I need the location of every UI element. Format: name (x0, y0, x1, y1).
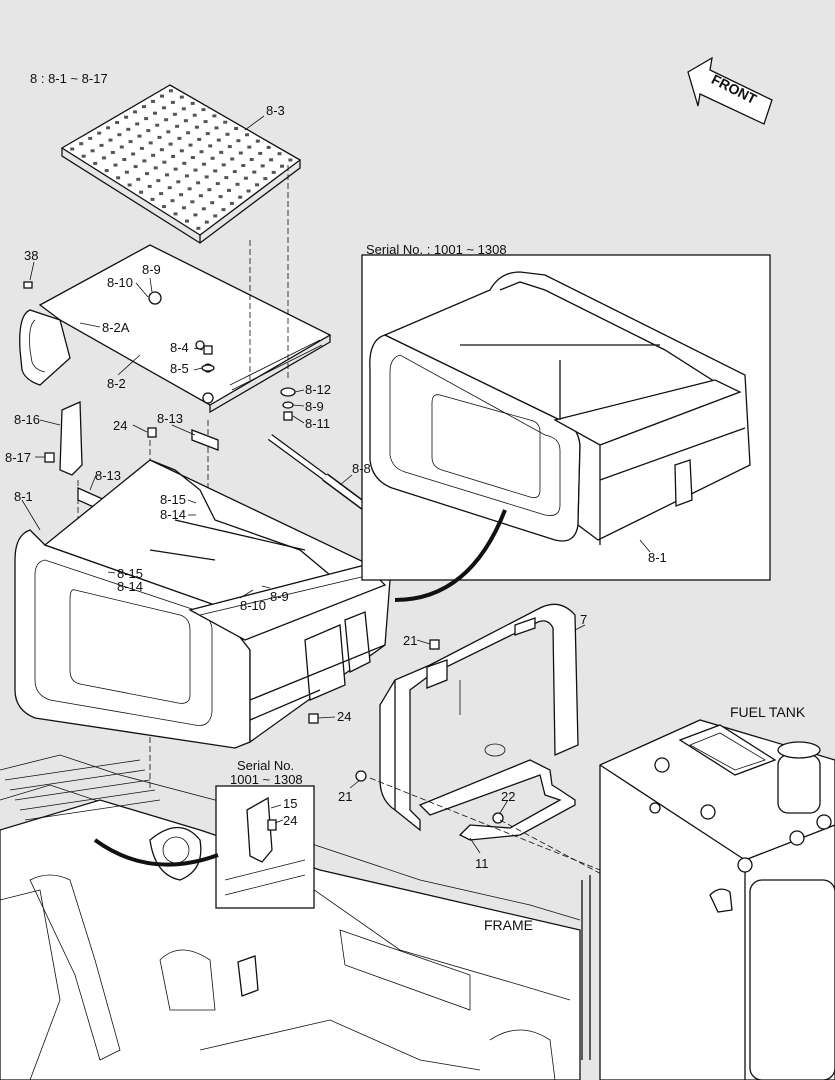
frame-label: FRAME (484, 917, 533, 933)
callout-8-1: 8-1 (14, 489, 33, 504)
callout-8-10: 8-10 (240, 598, 267, 613)
callout-11: 11 (475, 856, 489, 871)
callout-8-13: 8-13 (95, 468, 122, 483)
callout-8-11: 8-11 (305, 416, 331, 431)
callout-8-15: 8-15 (117, 566, 144, 581)
inset-arrow-bottom (93, 838, 219, 867)
callout-21: 21 (403, 633, 418, 648)
bracket-11-shape (418, 759, 576, 841)
leader-lines (21, 115, 651, 854)
callout-8-8: 8-8 (352, 461, 371, 476)
bracket-7-shape (379, 603, 579, 832)
callout-8-1: 8-1 (648, 550, 667, 565)
serial-inset-top-label: Serial No. : 1001 ~ 1308 (366, 242, 507, 257)
callout-8-5: 8-5 (170, 361, 189, 376)
callout-8-17: 8-17 (5, 450, 32, 465)
callout-8-3: 8-3 (266, 103, 285, 118)
callout-38: 38 (24, 248, 39, 263)
callout-8-2A: 8-2A (102, 320, 130, 335)
perforated-cover-shape (60, 84, 302, 244)
callout-8-9: 8-9 (305, 399, 324, 414)
callout-8-2: 8-2 (107, 376, 126, 391)
header-note: 8 : 8-1 ~ 8-17 (30, 71, 108, 86)
callout-24: 24 (283, 813, 298, 828)
fuel-tank-label: FUEL TANK (730, 704, 806, 720)
callout-8-9: 8-9 (142, 262, 161, 277)
front-arrow-shape (687, 56, 773, 125)
inset-box-shape (369, 271, 751, 545)
callout-15: 15 (283, 796, 298, 811)
callout-24: 24 (113, 418, 128, 433)
callout-8-4: 8-4 (170, 340, 189, 355)
callout-8-14: 8-14 (160, 507, 187, 522)
frame-shape (0, 754, 581, 1080)
callout-8-14: 8-14 (117, 579, 144, 594)
callout-8-10: 8-10 (107, 275, 134, 290)
fuel-tank-shape (581, 719, 835, 1080)
serial-inset-bottom-label-2: 1001 ~ 1308 (230, 772, 303, 787)
callout-8-16: 8-16 (14, 412, 41, 427)
callout-24: 24 (337, 709, 352, 724)
callout-7: 7 (580, 612, 588, 627)
inset-bracket-shape (224, 796, 306, 896)
serial-inset-bottom-label-1: Serial No. (237, 758, 295, 773)
callout-8-12: 8-12 (305, 382, 332, 397)
main-box-shape (14, 459, 391, 749)
callout-8-9: 8-9 (270, 589, 289, 604)
callout-8-15: 8-15 (160, 492, 187, 507)
inset-arrow-top (394, 509, 507, 602)
callout-22: 22 (501, 789, 516, 804)
callout-21: 21 (338, 789, 353, 804)
lid-plate-shape (19, 244, 332, 414)
callout-8-13: 8-13 (157, 411, 184, 426)
